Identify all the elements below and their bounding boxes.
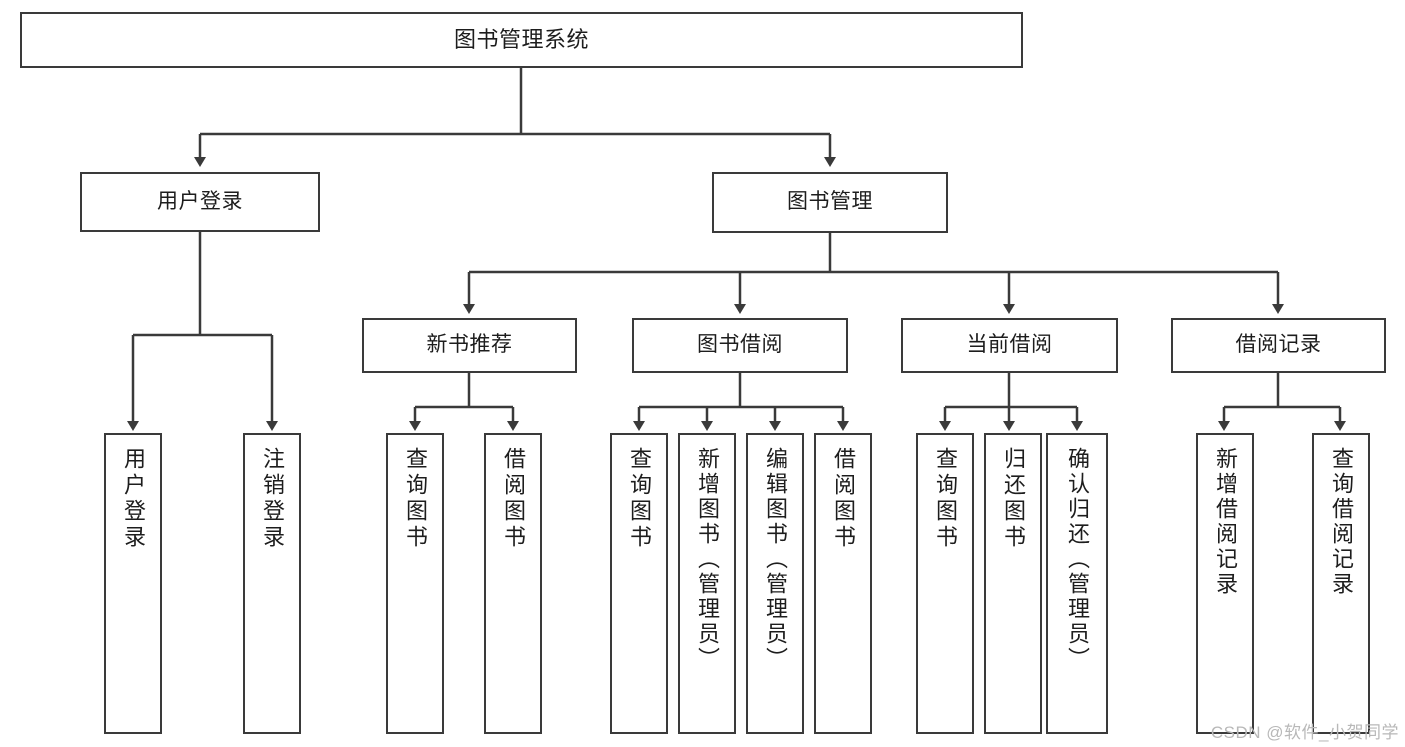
leaf-user-login-logout[interactable]: 注销登录 [243, 433, 301, 734]
node-book-management[interactable]: 图书管理 [712, 172, 948, 233]
node-label: 归还图书 [1001, 447, 1026, 551]
leaf-record-add-record[interactable]: 新增借阅记录 [1196, 433, 1254, 734]
node-label: 借阅图书 [501, 447, 526, 551]
node-label: 新增借阅记录 [1213, 447, 1238, 597]
leaf-borrow-query-book[interactable]: 查询图书 [610, 433, 668, 734]
node-new-book-recommend[interactable]: 新书推荐 [362, 318, 577, 373]
leaf-borrow-edit-book-admin[interactable]: 编辑图书（管理员） [746, 433, 804, 734]
node-label: 借阅记录 [1235, 333, 1322, 357]
leaf-current-confirm-return-admin[interactable]: 确认归还（管理员） [1046, 433, 1108, 734]
node-user-login[interactable]: 用户登录 [80, 172, 320, 232]
leaf-borrow-borrow-book[interactable]: 借阅图书 [814, 433, 872, 734]
node-label: 新书推荐 [426, 333, 513, 357]
node-label: 查询图书 [933, 447, 958, 551]
node-label: 用户登录 [121, 447, 146, 551]
leaf-borrow-add-book-admin[interactable]: 新增图书（管理员） [678, 433, 736, 734]
node-label: 编辑图书（管理员） [763, 447, 788, 672]
node-label: 查询图书 [403, 447, 428, 551]
node-label: 借阅图书 [831, 447, 856, 551]
node-label: 图书借阅 [697, 333, 783, 357]
node-label: 图书管理系统 [453, 27, 589, 53]
node-label: 注销登录 [260, 447, 285, 551]
node-label: 新增图书（管理员） [695, 447, 720, 672]
node-label: 查询图书 [627, 447, 652, 551]
node-current-borrow[interactable]: 当前借阅 [901, 318, 1118, 373]
node-borrow-record[interactable]: 借阅记录 [1171, 318, 1386, 373]
node-label: 当前借阅 [966, 333, 1053, 357]
watermark: CSDN @软件_小贺同学 [1210, 723, 1399, 742]
node-label: 确认归还（管理员） [1065, 447, 1090, 672]
leaf-user-login-login[interactable]: 用户登录 [104, 433, 162, 734]
leaf-current-query-book[interactable]: 查询图书 [916, 433, 974, 734]
leaf-record-query-record[interactable]: 查询借阅记录 [1312, 433, 1370, 734]
node-root-system[interactable]: 图书管理系统 [20, 12, 1023, 68]
leaf-recommend-query-book[interactable]: 查询图书 [386, 433, 444, 734]
node-book-borrow[interactable]: 图书借阅 [632, 318, 848, 373]
leaf-current-return-book[interactable]: 归还图书 [984, 433, 1042, 734]
leaf-recommend-borrow-book[interactable]: 借阅图书 [484, 433, 542, 734]
node-label: 用户登录 [157, 189, 243, 213]
node-label: 图书管理 [787, 190, 873, 214]
node-label: 查询借阅记录 [1329, 447, 1354, 597]
